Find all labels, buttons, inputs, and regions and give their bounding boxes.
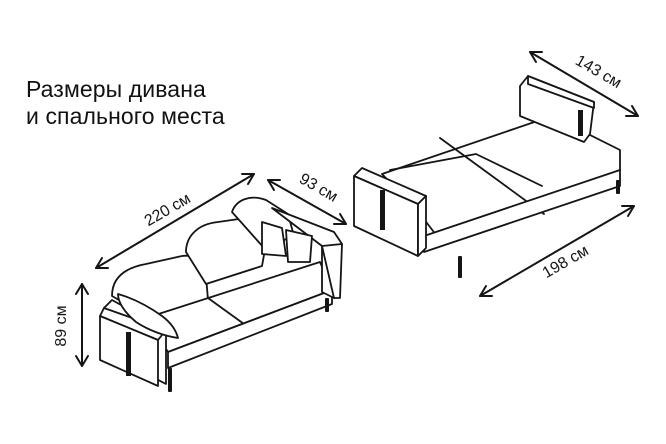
- sofa-seat-front: [167, 289, 333, 369]
- sofa-leg-front: [168, 368, 172, 392]
- pillow-right-1: [261, 221, 287, 257]
- dimension-label-bed-width: 143 см: [572, 52, 624, 92]
- dimension-sofa-height: 89 см: [53, 283, 89, 367]
- bed-leg-right: [616, 180, 620, 194]
- dimension-label-sofa-height: 89 см: [53, 305, 70, 346]
- bed-leg-front: [458, 256, 462, 278]
- diagram-title: Размеры дивана и спального места: [26, 76, 225, 130]
- sofa-leg-right: [325, 298, 329, 312]
- pillow-right-2: [285, 229, 313, 263]
- title-line-1: Размеры дивана: [26, 76, 206, 102]
- dimension-label-bed-length: 198 см: [540, 242, 592, 282]
- sofa-unfolded-bed: [353, 75, 621, 278]
- title-line-2: и спального места: [26, 103, 225, 129]
- pillow-left: [117, 293, 179, 339]
- dimension-label-sofa-width: 220 см: [142, 190, 194, 230]
- sofa-folded: [99, 196, 343, 392]
